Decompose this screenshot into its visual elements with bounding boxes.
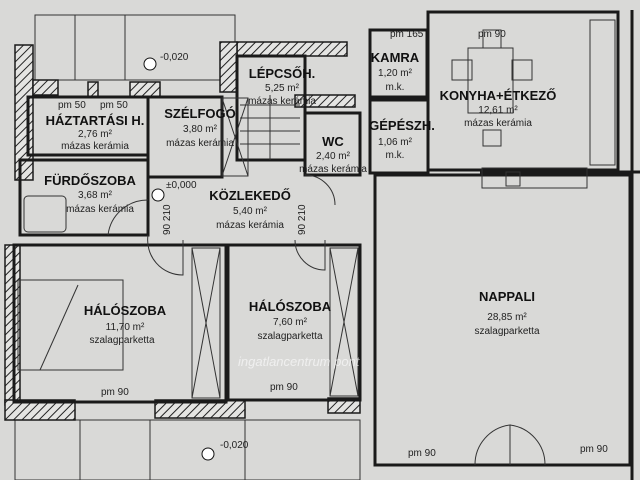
svg-text:mázas kerámia: mázas kerámia	[464, 118, 532, 129]
svg-text:szalagparketta: szalagparketta	[89, 335, 154, 346]
bottom-terrace	[14, 419, 361, 480]
load-bearing-walls	[4, 41, 361, 421]
svg-text:SZÉLFOGÓ: SZÉLFOGÓ	[164, 106, 236, 121]
svg-text:mázas kerámia: mázas kerámia	[166, 138, 234, 149]
svg-text:1,06 m²: 1,06 m²	[378, 137, 413, 148]
svg-text:mázas kerámia: mázas kerámia	[248, 96, 316, 107]
watermark: ingatlancentrum pont	[238, 354, 361, 369]
level-marker-top: -0,020	[143, 52, 189, 71]
room-furdoszoba: FÜRDŐSZOBA 3,68 m² mázas kerámia	[44, 173, 136, 215]
doors	[107, 174, 546, 466]
svg-text:FÜRDŐSZOBA: FÜRDŐSZOBA	[44, 173, 136, 188]
room-szelfogo: SZÉLFOGÓ 3,80 m² mázas kerámia	[164, 106, 236, 149]
room-haztartasi: HÁZTARTÁSI H. 2,76 m² mázas kerámia	[46, 113, 145, 152]
window-label: pm 90	[580, 444, 608, 455]
window-label: pm 50	[58, 100, 86, 111]
svg-text:KAMRA: KAMRA	[371, 50, 420, 65]
room-haloszoba-2: HÁLÓSZOBA 7,60 m² szalagparketta	[249, 299, 332, 342]
svg-text:szalagparketta: szalagparketta	[257, 331, 322, 342]
svg-text:5,40 m²: 5,40 m²	[233, 206, 268, 217]
svg-text:HÁLÓSZOBA: HÁLÓSZOBA	[249, 299, 332, 314]
svg-text:±0,000: ±0,000	[166, 180, 197, 191]
door-label: 90 210	[162, 204, 173, 235]
window-label: pm 90	[408, 448, 436, 459]
level-marker-bottom: -0,020	[201, 440, 249, 461]
svg-text:GÉPÉSZH.: GÉPÉSZH.	[369, 118, 435, 133]
bed	[17, 279, 124, 371]
svg-text:mázas kerámia: mázas kerámia	[216, 220, 284, 231]
svg-text:mázas kerámia: mázas kerámia	[299, 164, 367, 175]
svg-text:mázas kerámia: mázas kerámia	[61, 141, 129, 152]
room-konyha: KONYHA+ÉTKEZŐ 12,61 m² mázas kerámia	[440, 88, 557, 129]
svg-text:m.k.: m.k.	[386, 150, 405, 161]
svg-text:11,70 m²: 11,70 m²	[106, 322, 145, 333]
svg-text:mázas kerámia: mázas kerámia	[66, 204, 134, 215]
svg-text:12,61 m²: 12,61 m²	[478, 105, 518, 116]
svg-text:szalagparketta: szalagparketta	[474, 326, 539, 337]
svg-text:7,60 m²: 7,60 m²	[273, 317, 308, 328]
kitchen-counter	[481, 167, 588, 189]
svg-text:-0,020: -0,020	[220, 440, 249, 451]
svg-text:KONYHA+ÉTKEZŐ: KONYHA+ÉTKEZŐ	[440, 88, 557, 103]
svg-text:HÁLÓSZOBA: HÁLÓSZOBA	[84, 303, 167, 318]
svg-text:3,80 m²: 3,80 m²	[183, 124, 218, 135]
bathtub	[23, 195, 67, 233]
window-label: pm 90	[101, 387, 129, 398]
room-lepcsoh: LÉPCSŐH. 5,25 m² mázas kerámia	[248, 66, 316, 107]
wardrobes	[191, 19, 616, 399]
window-label: pm 50	[100, 100, 128, 111]
staircase	[240, 95, 300, 160]
svg-text:WC: WC	[322, 134, 344, 149]
svg-text:2,40 m²: 2,40 m²	[316, 151, 351, 162]
svg-text:NAPPALI: NAPPALI	[479, 289, 535, 304]
svg-text:HÁZTARTÁSI H.: HÁZTARTÁSI H.	[46, 113, 145, 128]
room-kamra: KAMRA 1,20 m² m.k.	[371, 50, 420, 93]
door-label: 90 210	[297, 204, 308, 235]
svg-text:-0,020: -0,020	[160, 52, 189, 63]
svg-text:KÖZLEKEDŐ: KÖZLEKEDŐ	[209, 188, 291, 203]
room-gepeszh: GÉPÉSZH. 1,06 m² m.k.	[369, 118, 435, 161]
svg-text:5,25 m²: 5,25 m²	[265, 83, 300, 94]
level-marker-entry: ±0,000	[151, 180, 197, 202]
svg-text:2,76 m²: 2,76 m²	[78, 129, 113, 140]
svg-text:3,68 m²: 3,68 m²	[78, 190, 113, 201]
window-label: pm 90	[270, 382, 298, 393]
room-haloszoba-1: HÁLÓSZOBA 11,70 m² szalagparketta	[84, 303, 167, 346]
room-kozlekedo: KÖZLEKEDŐ 5,40 m² mázas kerámia	[209, 188, 291, 231]
window-label: pm 165	[390, 29, 424, 40]
svg-text:28,85 m²: 28,85 m²	[487, 312, 527, 323]
svg-text:m.k.: m.k.	[386, 82, 405, 93]
room-nappali: NAPPALI 28,85 m² szalagparketta	[474, 289, 539, 337]
svg-text:1,20 m²: 1,20 m²	[378, 68, 413, 79]
svg-text:LÉPCSŐH.: LÉPCSŐH.	[249, 66, 315, 81]
room-wc: WC 2,40 m² mázas kerámia	[299, 134, 367, 175]
window-label: pm 90	[478, 29, 506, 40]
dining-table	[451, 29, 533, 147]
